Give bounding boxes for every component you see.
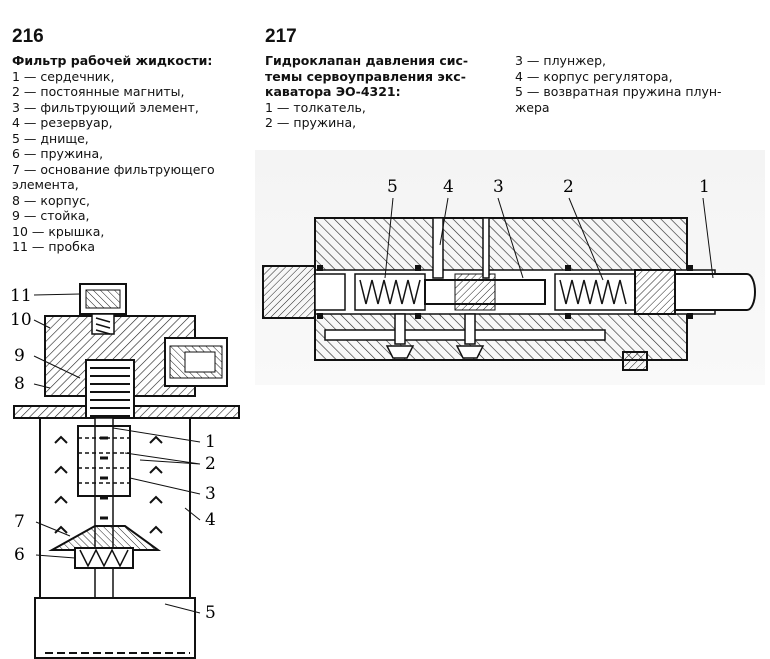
callout-label: 5 <box>205 603 216 623</box>
callout-label: 5 <box>387 177 398 197</box>
figure-217-title-line: каватора ЭО-4321: <box>265 84 401 99</box>
figure-217-caption-right: 3 — плунжер, 4 — корпус регулятора, 5 — … <box>515 53 722 115</box>
figure-217-title-line: Гидроклапан давления сис- <box>265 53 469 68</box>
legend-item: 2 — постоянные магниты, <box>12 84 185 99</box>
filter-element <box>77 425 131 497</box>
return-spring <box>354 273 426 311</box>
callout-label: 3 <box>493 177 504 197</box>
callout-label: 11 <box>10 286 32 306</box>
legend-item: 11 — пробка <box>12 239 96 254</box>
legend-item: жера <box>515 99 550 115</box>
legend-item: 5 — возвратная пружина плун- <box>515 84 722 99</box>
reservoir <box>39 417 191 599</box>
legend-item: 3 — фильтрующий элемент, <box>12 99 199 115</box>
callout-label: 1 <box>205 432 216 452</box>
callout-label: 10 <box>10 310 32 330</box>
figure-216-title: Фильтр рабочей жидкости: <box>12 53 213 68</box>
legend-item: 8 — корпус, <box>12 192 90 208</box>
legend-item: 2 — пружина, <box>265 115 357 130</box>
figure-217-title-line: темы сервоуправления экс- <box>265 68 466 84</box>
callout-label: 3 <box>205 484 216 504</box>
figure-216-caption: Фильтр рабочей жидкости: 1 — сердечник, … <box>12 53 215 255</box>
legend-item: 1 — толкатель, <box>265 99 366 115</box>
legend-item: 1 — сердечник, <box>12 68 115 84</box>
callout-label: 4 <box>443 177 454 197</box>
figure-217-number: 217 <box>265 26 297 47</box>
bottom <box>34 597 196 659</box>
callout-label: 1 <box>699 177 710 197</box>
figure-216-number: 216 <box>12 26 44 47</box>
figure-217-caption-left: Гидроклапан давления сис- темы сервоупра… <box>265 53 468 131</box>
legend-item: 7 — основание фильтрующего <box>12 161 215 177</box>
legend-item: 3 — плунжер, <box>515 53 606 68</box>
callout-label: 8 <box>14 374 25 394</box>
callout-label: 2 <box>563 177 574 197</box>
legend-item: 6 — пружина, <box>12 146 104 161</box>
pressure-valve-cross-section-drawing: 5 4 3 2 1 <box>262 177 756 371</box>
legend-item: 9 — стойка, <box>12 208 90 223</box>
legend-item: 10 — крышка, <box>12 223 105 239</box>
legend-item: 5 — днище, <box>12 130 89 146</box>
callout-label: 6 <box>14 545 25 565</box>
callout-label: 4 <box>205 510 216 530</box>
legend-item: элемента, <box>12 177 79 192</box>
legend-item: 4 — резервуар, <box>12 115 113 130</box>
callout-label: 7 <box>14 512 25 532</box>
callout-label: 2 <box>205 454 216 474</box>
pusher <box>674 273 756 311</box>
callout-label: 9 <box>14 346 25 366</box>
legend-item: 4 — корпус регулятора, <box>515 68 673 84</box>
filter-cross-section-drawing: 11 10 9 8 1 2 3 4 7 6 5 <box>10 283 240 659</box>
